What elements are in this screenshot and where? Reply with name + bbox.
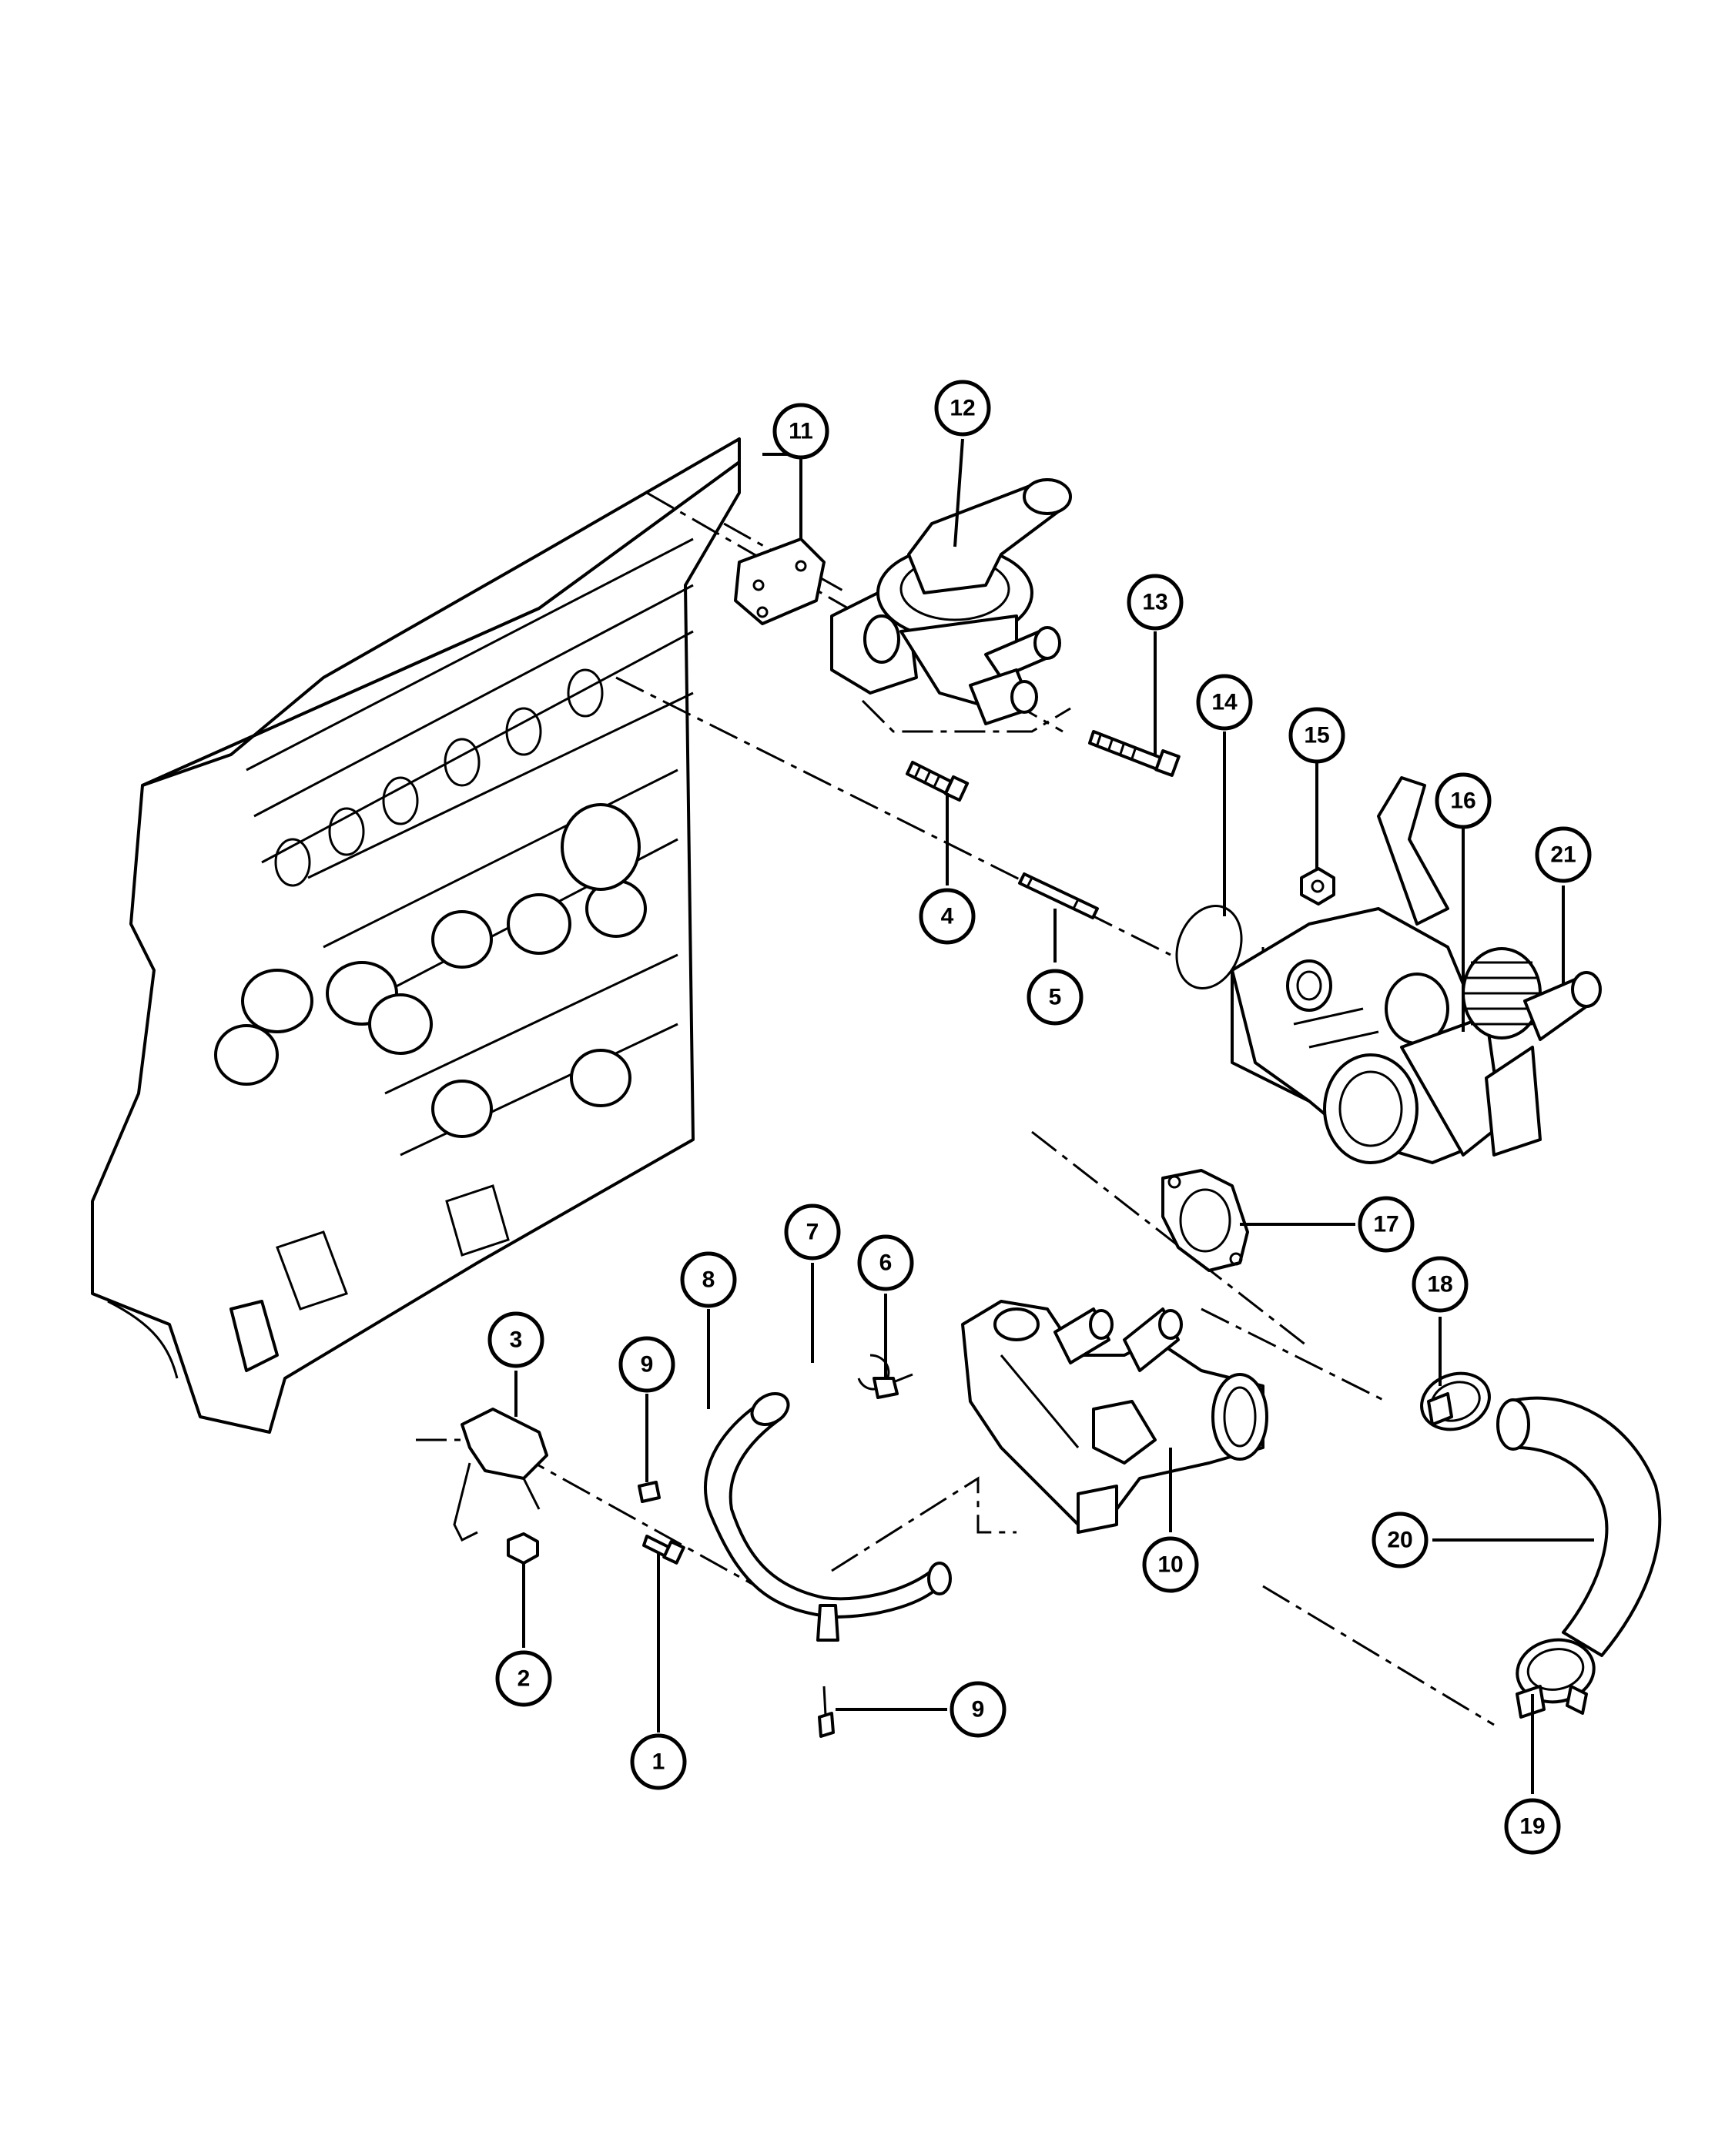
coolant-tube-8 — [704, 1392, 952, 1642]
callout-9-upper: 9 — [618, 1336, 675, 1393]
hose-clamp-19 — [1516, 1638, 1596, 1719]
callout-19-label: 19 — [1519, 1814, 1545, 1840]
callout-15: 15 — [1288, 707, 1345, 764]
gasket-17 — [1161, 1169, 1249, 1272]
callout-8: 8 — [680, 1251, 737, 1308]
callout-13-label: 13 — [1142, 590, 1167, 615]
callout-13: 13 — [1127, 574, 1184, 631]
callout-12: 12 — [934, 380, 991, 437]
callout-3-label: 3 — [510, 1327, 523, 1353]
callout-1-label: 1 — [652, 1749, 665, 1775]
callout-3: 3 — [487, 1311, 544, 1368]
callout-11: 11 — [772, 403, 829, 460]
hose-clamp-18 — [1420, 1371, 1491, 1431]
bolt-1 — [642, 1535, 685, 1565]
leader-lines — [514, 438, 1594, 1794]
callout-20: 20 — [1372, 1512, 1429, 1568]
callout-12-label: 12 — [950, 396, 975, 421]
callout-8-label: 8 — [702, 1267, 715, 1293]
callout-9-lower-label: 9 — [972, 1697, 985, 1722]
bolt-9-lower — [818, 1686, 835, 1738]
hose-20 — [1496, 1396, 1662, 1657]
callout-4-label: 4 — [941, 904, 954, 929]
callout-10: 10 — [1142, 1536, 1199, 1593]
callout-17: 17 — [1358, 1196, 1415, 1253]
callout-5-label: 5 — [1049, 985, 1062, 1010]
callout-19: 19 — [1504, 1798, 1561, 1855]
callout-7: 7 — [784, 1204, 841, 1260]
callout-18-label: 18 — [1427, 1272, 1452, 1297]
thermostat-housing-12 — [830, 478, 1072, 725]
callout-6: 6 — [857, 1234, 914, 1291]
nut-15 — [1300, 867, 1335, 906]
engine-block — [91, 437, 741, 1434]
bracket-3 — [453, 1408, 548, 1542]
pulley-21 — [1462, 947, 1602, 1157]
callout-17-label: 17 — [1373, 1212, 1398, 1237]
callouts: 11 12 13 14 15 16 21 4 5 17 18 20 19 10 … — [487, 380, 1592, 1855]
cylinder-ports — [274, 668, 604, 887]
callout-7-label: 7 — [806, 1220, 819, 1245]
callout-2-label: 2 — [518, 1666, 531, 1692]
callout-10-label: 10 — [1157, 1552, 1183, 1578]
callout-6-label: 6 — [879, 1250, 893, 1276]
bolt-13 — [1088, 730, 1181, 777]
callout-15-label: 15 — [1304, 723, 1329, 748]
water-pump-16 — [1231, 776, 1503, 1164]
bolt-9-upper — [638, 1481, 661, 1503]
callout-16: 16 — [1435, 772, 1492, 829]
nut-2 — [507, 1532, 539, 1565]
stud-5 — [1018, 872, 1099, 919]
callout-11-label: 11 — [789, 419, 813, 444]
callout-14-label: 14 — [1211, 690, 1238, 715]
bolt-6 — [873, 1373, 913, 1399]
callout-9-lower: 9 — [950, 1681, 1007, 1738]
bolt-4 — [906, 761, 970, 802]
lifter-bosses — [214, 803, 647, 1138]
callout-21-label: 21 — [1550, 842, 1576, 868]
callout-5: 5 — [1027, 969, 1084, 1026]
callout-1: 1 — [630, 1733, 687, 1790]
callout-9-upper-label: 9 — [641, 1352, 654, 1378]
callout-14: 14 — [1196, 674, 1253, 731]
callout-18: 18 — [1412, 1256, 1469, 1313]
callout-20-label: 20 — [1387, 1528, 1412, 1553]
water-outlet-10 — [961, 1300, 1268, 1534]
callout-4: 4 — [919, 888, 976, 945]
callout-21: 21 — [1535, 826, 1592, 883]
callout-16-label: 16 — [1450, 788, 1475, 814]
callout-2: 2 — [495, 1650, 552, 1707]
